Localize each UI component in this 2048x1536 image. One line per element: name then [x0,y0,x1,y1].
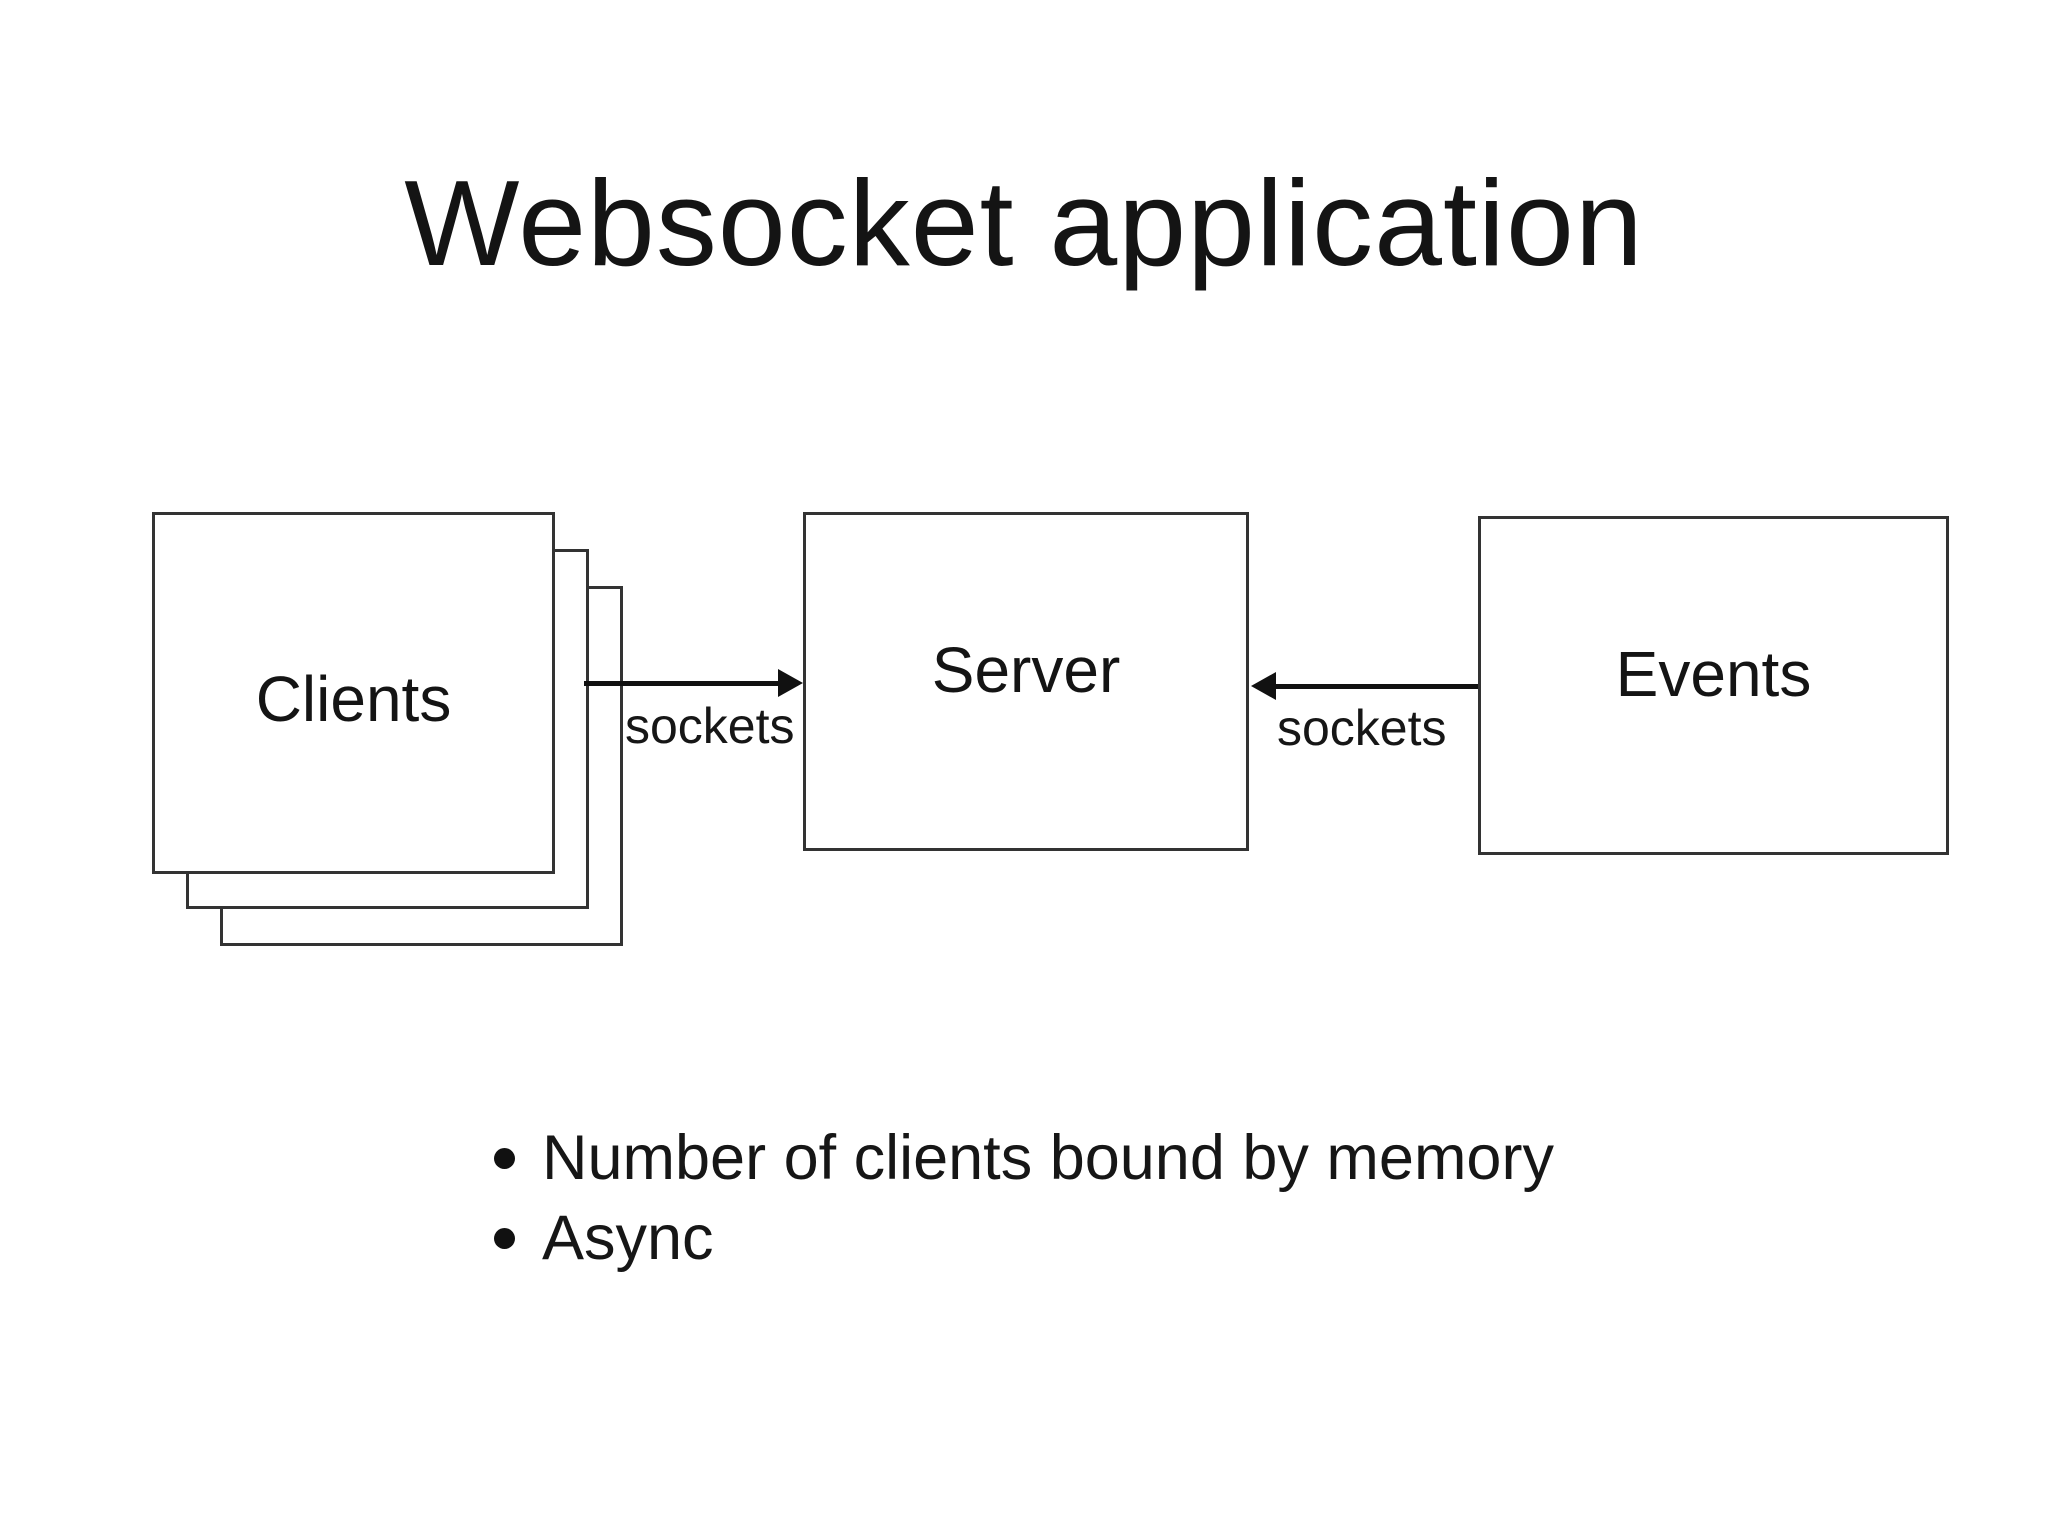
bullet-text-async: Async [542,1202,714,1273]
clients-label: Clients [255,663,452,735]
slide-title: Websocket application [404,155,1644,291]
bullet-item-async: Async [494,1198,1554,1278]
clients-box: Clients [152,512,555,874]
bullet-dot-icon [494,1147,515,1169]
bullet-item-memory: Number of clients bound by memory [494,1118,1554,1198]
events-label: Events [1615,637,1812,710]
events-box: Events [1478,516,1949,855]
server-box: Server [803,512,1249,851]
events-to-server-arrow-shaft [1274,684,1478,689]
events-to-server-arrowhead-icon [1251,672,1276,700]
server-label: Server [931,633,1121,706]
bullet-text-memory: Number of clients bound by memory [542,1122,1554,1193]
clients-server-sockets-label: sockets [625,698,795,754]
bullet-list: Number of clients bound by memory Async [494,1118,1554,1278]
clients-to-server-arrow-shaft [584,681,780,686]
clients-to-server-arrowhead-icon [778,669,803,697]
bullet-dot-icon [494,1227,515,1249]
events-server-sockets-label: sockets [1277,700,1447,756]
